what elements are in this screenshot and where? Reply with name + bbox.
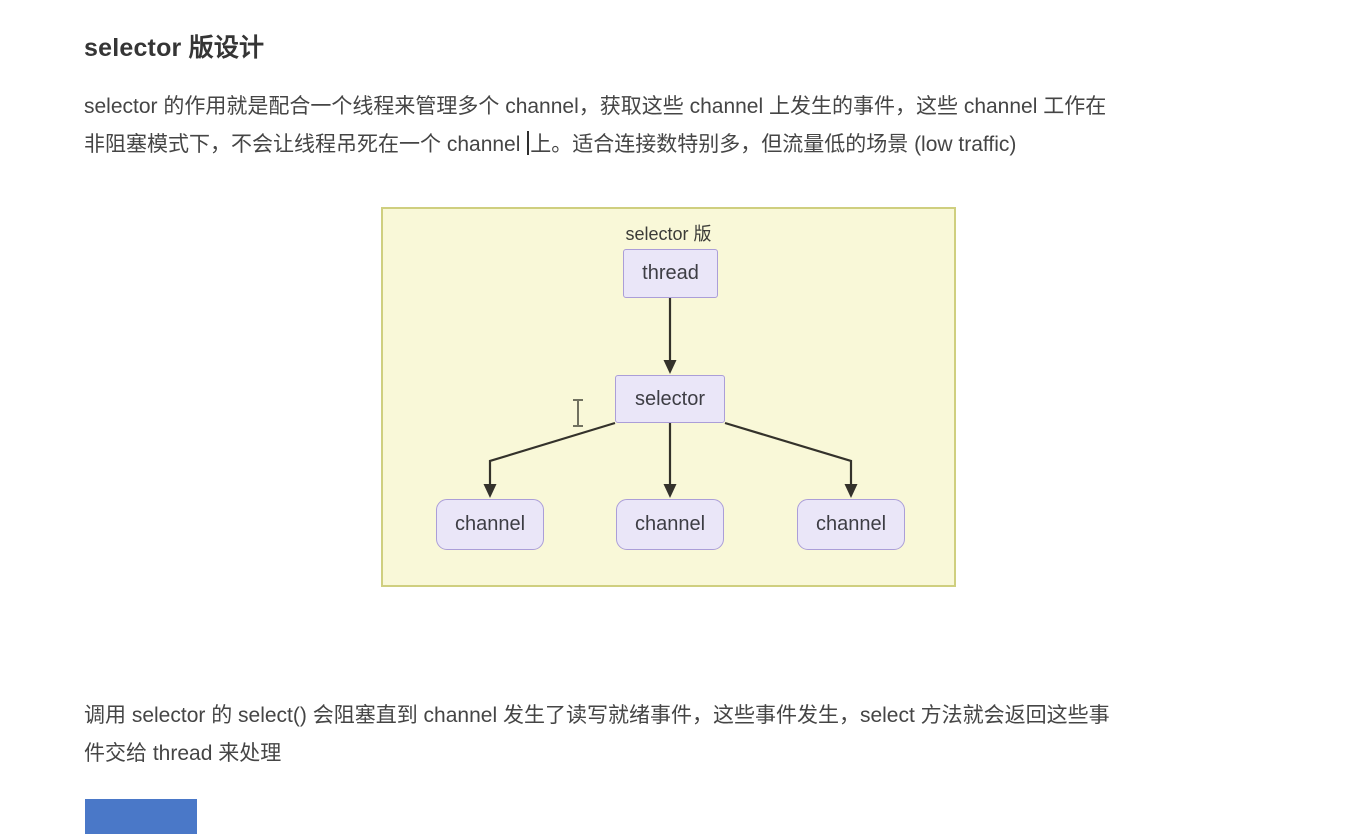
edge-selector-channel-3	[724, 421, 853, 484]
diagram-edges	[483, 298, 858, 498]
diagram-node-channel-1: channel	[436, 499, 544, 550]
page-title[interactable]: selector 版设计	[84, 34, 265, 62]
arrowhead-icon	[483, 484, 497, 498]
edge-lines	[488, 298, 853, 484]
closing-paragraph[interactable]: 调用 selector 的 select() 会阻塞直到 channel 发生了…	[84, 697, 1110, 772]
arrowhead-icon	[844, 484, 858, 498]
diagram-node-thread: thread	[623, 249, 718, 298]
partial-blue-block	[85, 799, 197, 834]
diagram-title: selector 版	[625, 224, 712, 244]
ibeam-cursor-icon	[573, 399, 583, 427]
diagram-node-channel-2: channel	[616, 499, 724, 550]
diagram-node-selector: selector	[615, 375, 725, 423]
arrowhead-icon	[663, 360, 677, 374]
text-line: 非阻塞模式下，不会让线程吊死在一个 channel 上。适合连接数特别多，但流量…	[84, 126, 1106, 164]
arrowhead-icon	[663, 484, 677, 498]
text-line: 调用 selector 的 select() 会阻塞直到 channel 发生了…	[84, 704, 1110, 727]
edge-arrowheads	[483, 360, 858, 498]
text-segment: 上。适合连接数特别多，但流量低的场景 (low traffic)	[530, 132, 1017, 156]
text-segment: 非阻塞模式下，不会让线程吊死在一个 channel	[84, 132, 527, 156]
text-line: 件交给 thread 来处理	[84, 741, 282, 765]
edge-selector-channel-1	[488, 421, 616, 484]
selector-diagram[interactable]: selector 版 thread selector channel c	[381, 207, 956, 587]
intro-paragraph[interactable]: selector 的作用就是配合一个线程来管理多个 channel，获取这些 c…	[84, 88, 1106, 163]
text-caret	[527, 130, 530, 155]
text-line: selector 的作用就是配合一个线程来管理多个 channel，获取这些 c…	[84, 95, 1107, 118]
diagram-node-channel-3: channel	[797, 499, 905, 550]
